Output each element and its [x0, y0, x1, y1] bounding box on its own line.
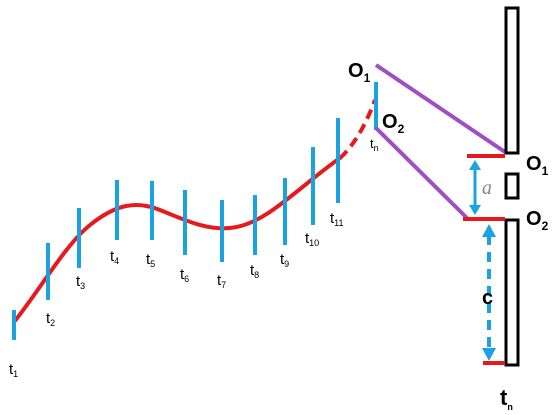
label-t4: t4 — [110, 248, 119, 266]
wall-lower-segment — [504, 218, 520, 367]
label-tn-wall: tn — [500, 385, 513, 412]
label-o2-right: O2 — [526, 208, 549, 233]
label-t1: t1 — [9, 361, 18, 379]
label-o2-left: O2 — [382, 111, 405, 136]
label-a: a — [482, 177, 492, 199]
wall-upper-segment — [504, 6, 520, 155]
label-t5: t5 — [146, 251, 155, 269]
arrowhead-c-bottom — [482, 348, 496, 361]
arrowhead-a-bottom — [469, 205, 481, 215]
ray-upper — [374, 63, 507, 154]
label-t7: t7 — [217, 272, 226, 290]
arrowhead-c-top — [482, 224, 496, 237]
label-o1-right: O1 — [526, 153, 549, 178]
label-o1-left: O1 — [348, 60, 371, 85]
label-t9: t9 — [280, 251, 289, 269]
trajectory-dashed-segment — [338, 99, 377, 160]
ray-lower — [374, 126, 469, 220]
label-t2: t2 — [46, 310, 55, 328]
label-c: c — [482, 287, 493, 309]
label-t3: t3 — [76, 273, 85, 291]
arrowhead-a-top — [469, 160, 481, 170]
trajectory-curve — [12, 156, 342, 324]
label-t11: t11 — [330, 210, 344, 228]
label-t6: t6 — [180, 266, 189, 284]
label-tn: tn — [370, 136, 379, 153]
label-t10: t10 — [305, 230, 319, 248]
label-t8: t8 — [250, 262, 259, 280]
wall-middle-segment — [504, 172, 520, 200]
